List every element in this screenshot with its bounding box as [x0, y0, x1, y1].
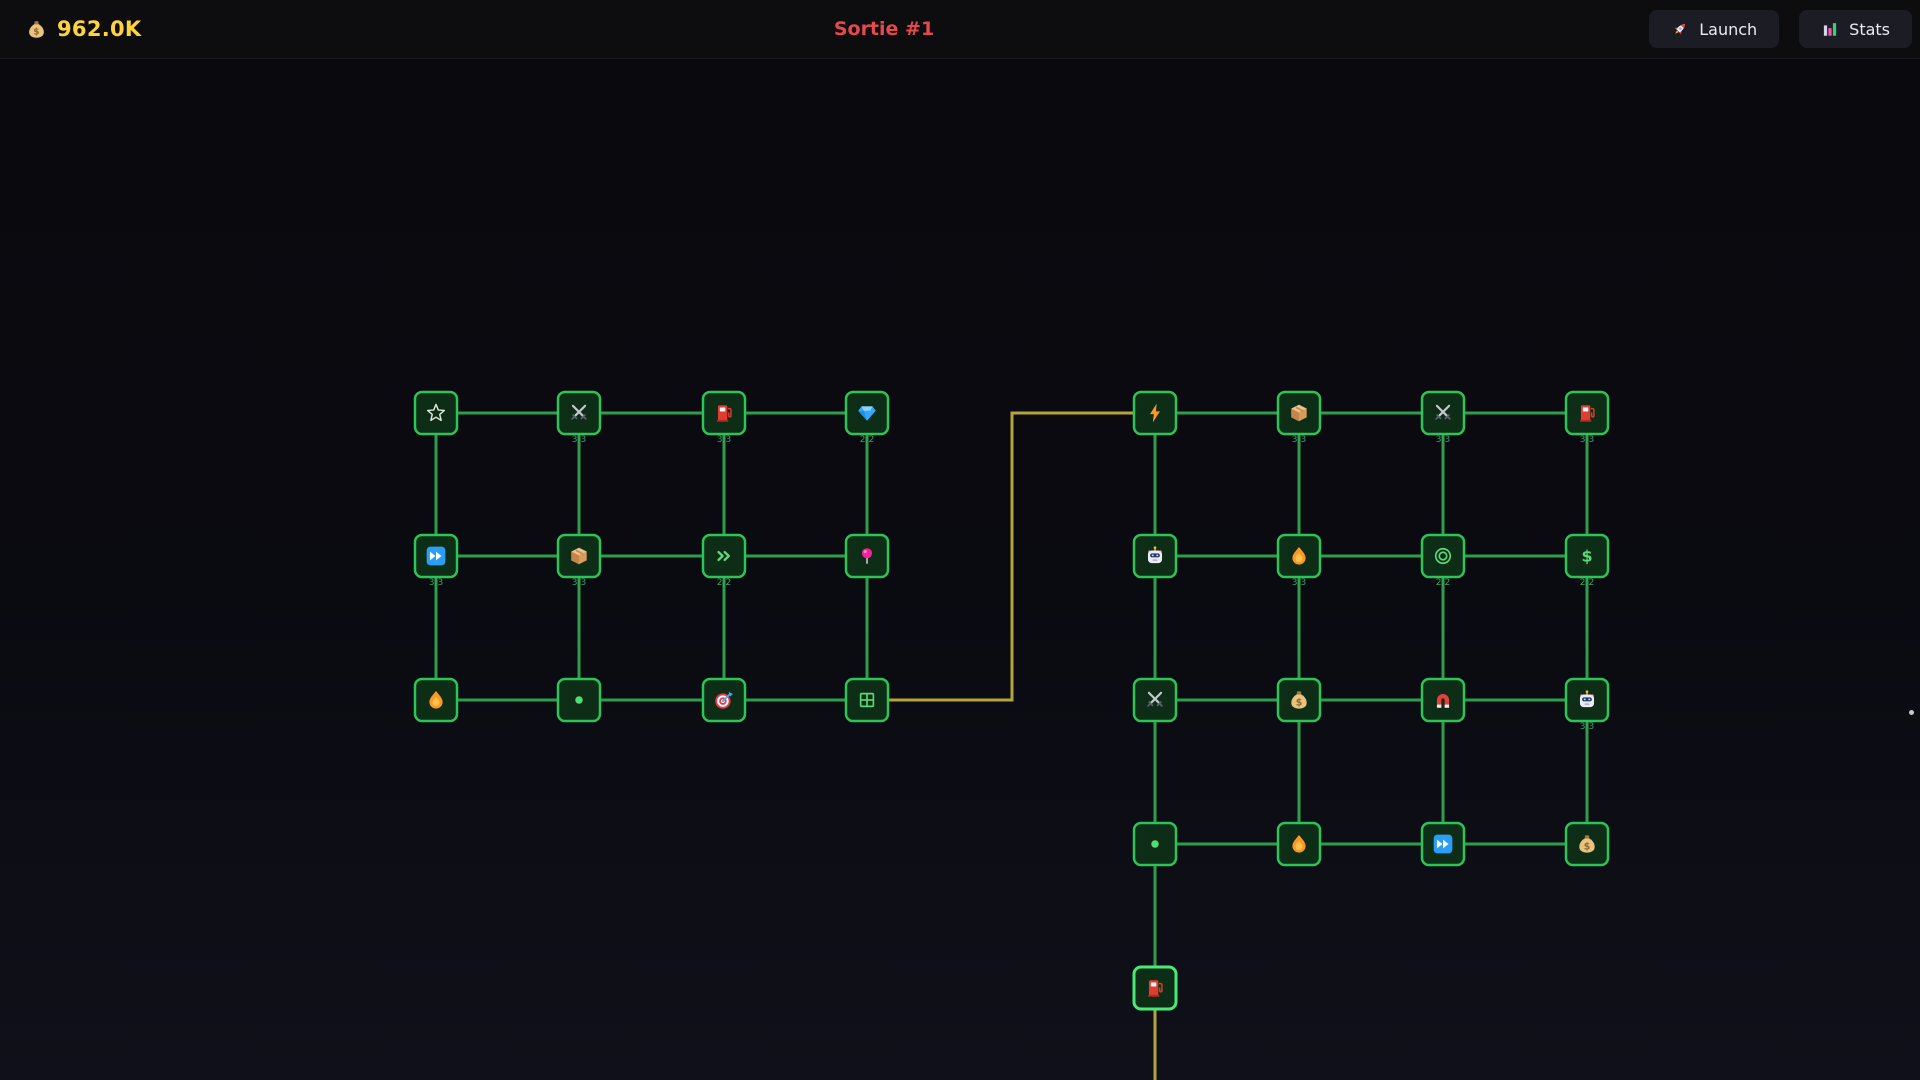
map-node-magnet[interactable] — [1420, 677, 1466, 723]
map-node-package[interactable]: 3/3 — [556, 533, 602, 588]
map-node-dot[interactable] — [556, 677, 602, 723]
node-progress-label: 3/3 — [1292, 435, 1306, 445]
node-tile[interactable] — [701, 533, 747, 579]
node-progress-label: 2/2 — [717, 578, 731, 588]
nodes-layer: 3/3 3/3 2/2 3/3 3/3 2/2 3/3 3/3 3/3 3/3 2/2 2/2 3/3 — [413, 390, 1610, 1011]
map-node-chevrons[interactable]: 2/2 — [701, 533, 747, 588]
map-node-circle2[interactable]: 2/2 — [1420, 533, 1466, 588]
map-node-fuel[interactable] — [1132, 965, 1178, 1011]
node-progress-label: 3/3 — [1436, 435, 1450, 445]
topbar-actions: Launch Stats — [1649, 0, 1912, 58]
page-title: Sortie #1 — [833, 18, 935, 40]
map-node-target[interactable] — [701, 677, 747, 723]
map-node-flame[interactable]: 3/3 — [1276, 533, 1322, 588]
map-node-star[interactable] — [413, 390, 459, 436]
currency-value: 962.0K — [57, 17, 142, 41]
map-node-dot[interactable] — [1132, 821, 1178, 867]
node-tile[interactable] — [1420, 677, 1466, 723]
node-progress-label: 3/3 — [572, 435, 586, 445]
stats-button[interactable]: Stats — [1799, 10, 1912, 48]
node-progress-label: 2/2 — [1580, 578, 1594, 588]
route-layer — [867, 411, 1157, 1080]
map-node-swords[interactable]: 3/3 — [1420, 390, 1466, 445]
node-tile[interactable] — [413, 390, 459, 436]
ff-icon — [426, 546, 446, 566]
map-node-fuel[interactable]: 3/3 — [701, 390, 747, 445]
map-node-robot[interactable]: 3/3 — [1564, 677, 1610, 732]
map-node-gem[interactable]: 2/2 — [844, 390, 890, 445]
map-node-dollar[interactable]: 2/2 — [1564, 533, 1610, 588]
node-progress-label: 3/3 — [1580, 722, 1594, 732]
map-node-package[interactable]: 3/3 — [1276, 390, 1322, 445]
launch-button[interactable]: Launch — [1649, 10, 1780, 48]
map-node-bolt[interactable] — [1132, 390, 1178, 436]
node-progress-label: 2/2 — [860, 435, 874, 445]
mouse-cursor-dot — [1909, 710, 1914, 715]
top-bar: 962.0K Sortie #1 Launch Stats — [0, 0, 1920, 59]
map-node-swords[interactable] — [1132, 677, 1178, 723]
map-node-ff[interactable]: 3/3 — [413, 533, 459, 588]
dot-icon — [1151, 840, 1159, 848]
map-node-swords[interactable]: 3/3 — [556, 390, 602, 445]
money-bag-icon — [26, 18, 47, 41]
node-progress-label: 2/2 — [1436, 578, 1450, 588]
rocket-icon — [1671, 20, 1689, 38]
dollar-icon — [1581, 546, 1593, 566]
map-node-ff[interactable] — [1420, 821, 1466, 867]
map-node-moneybag[interactable] — [1564, 821, 1610, 867]
launch-button-label: Launch — [1699, 19, 1758, 39]
node-progress-label: 3/3 — [1292, 578, 1306, 588]
map-node-fuel[interactable]: 3/3 — [1564, 390, 1610, 445]
stats-button-label: Stats — [1849, 19, 1890, 39]
bar-chart-icon — [1821, 20, 1839, 38]
map-node-grid[interactable] — [844, 677, 890, 723]
dot-icon — [575, 696, 583, 704]
node-tile[interactable] — [1420, 533, 1466, 579]
map-node-flame[interactable] — [1276, 821, 1322, 867]
route-path — [867, 411, 1155, 702]
currency-display: 962.0K — [26, 0, 142, 58]
map-node-robot[interactable] — [1132, 533, 1178, 579]
map-node-moneybag[interactable] — [1276, 677, 1322, 723]
ff-icon — [1433, 834, 1453, 854]
map-node-flame[interactable] — [413, 677, 459, 723]
node-progress-label: 3/3 — [717, 435, 731, 445]
node-progress-label: 3/3 — [429, 578, 443, 588]
edges-layer — [434, 411, 1589, 988]
node-progress-label: 3/3 — [572, 578, 586, 588]
map-node-pin[interactable] — [844, 533, 890, 579]
node-progress-label: 3/3 — [1580, 435, 1594, 445]
